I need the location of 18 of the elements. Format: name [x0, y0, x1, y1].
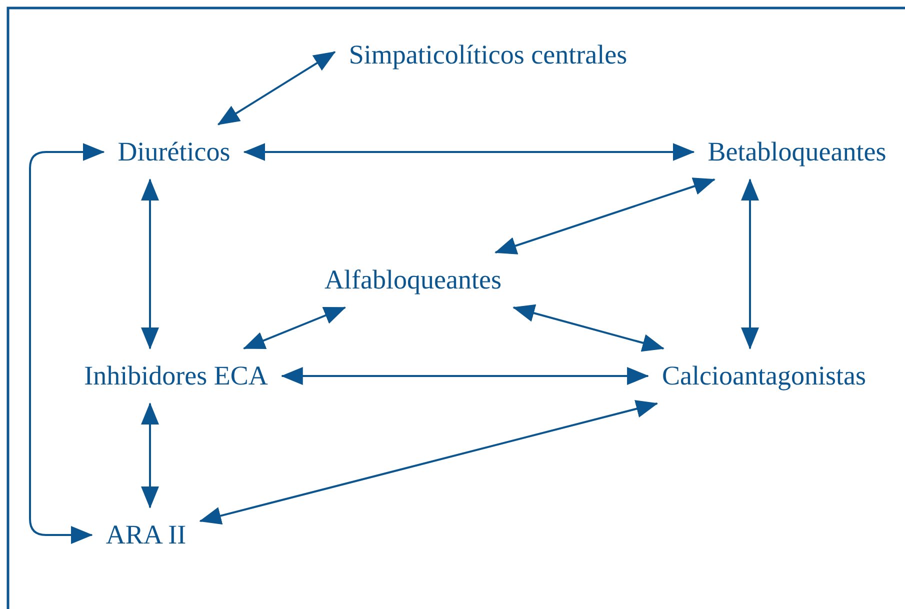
double-arrow [741, 178, 759, 350]
label-text: Calcioantagonistas [648, 348, 880, 404]
double-arrow [494, 178, 716, 254]
label-text: Simpaticolíticos centrales [334, 28, 642, 82]
double-arrow [243, 143, 695, 161]
double-arrow [280, 367, 650, 385]
label-text: Betabloqueantes [694, 124, 900, 180]
label-text: ARA II [92, 508, 200, 562]
double-arrow [199, 400, 658, 525]
double-arrow [29, 143, 105, 544]
double-arrow [242, 306, 346, 350]
double-arrow [141, 178, 159, 350]
double-arrow [512, 304, 664, 352]
label-text: Alfabloqueantes [310, 252, 516, 308]
double-arrow [141, 402, 159, 508]
double-arrow [217, 51, 336, 126]
label-text: Diuréticos [104, 124, 244, 180]
label-text: Inhibidores ECA [70, 348, 282, 404]
